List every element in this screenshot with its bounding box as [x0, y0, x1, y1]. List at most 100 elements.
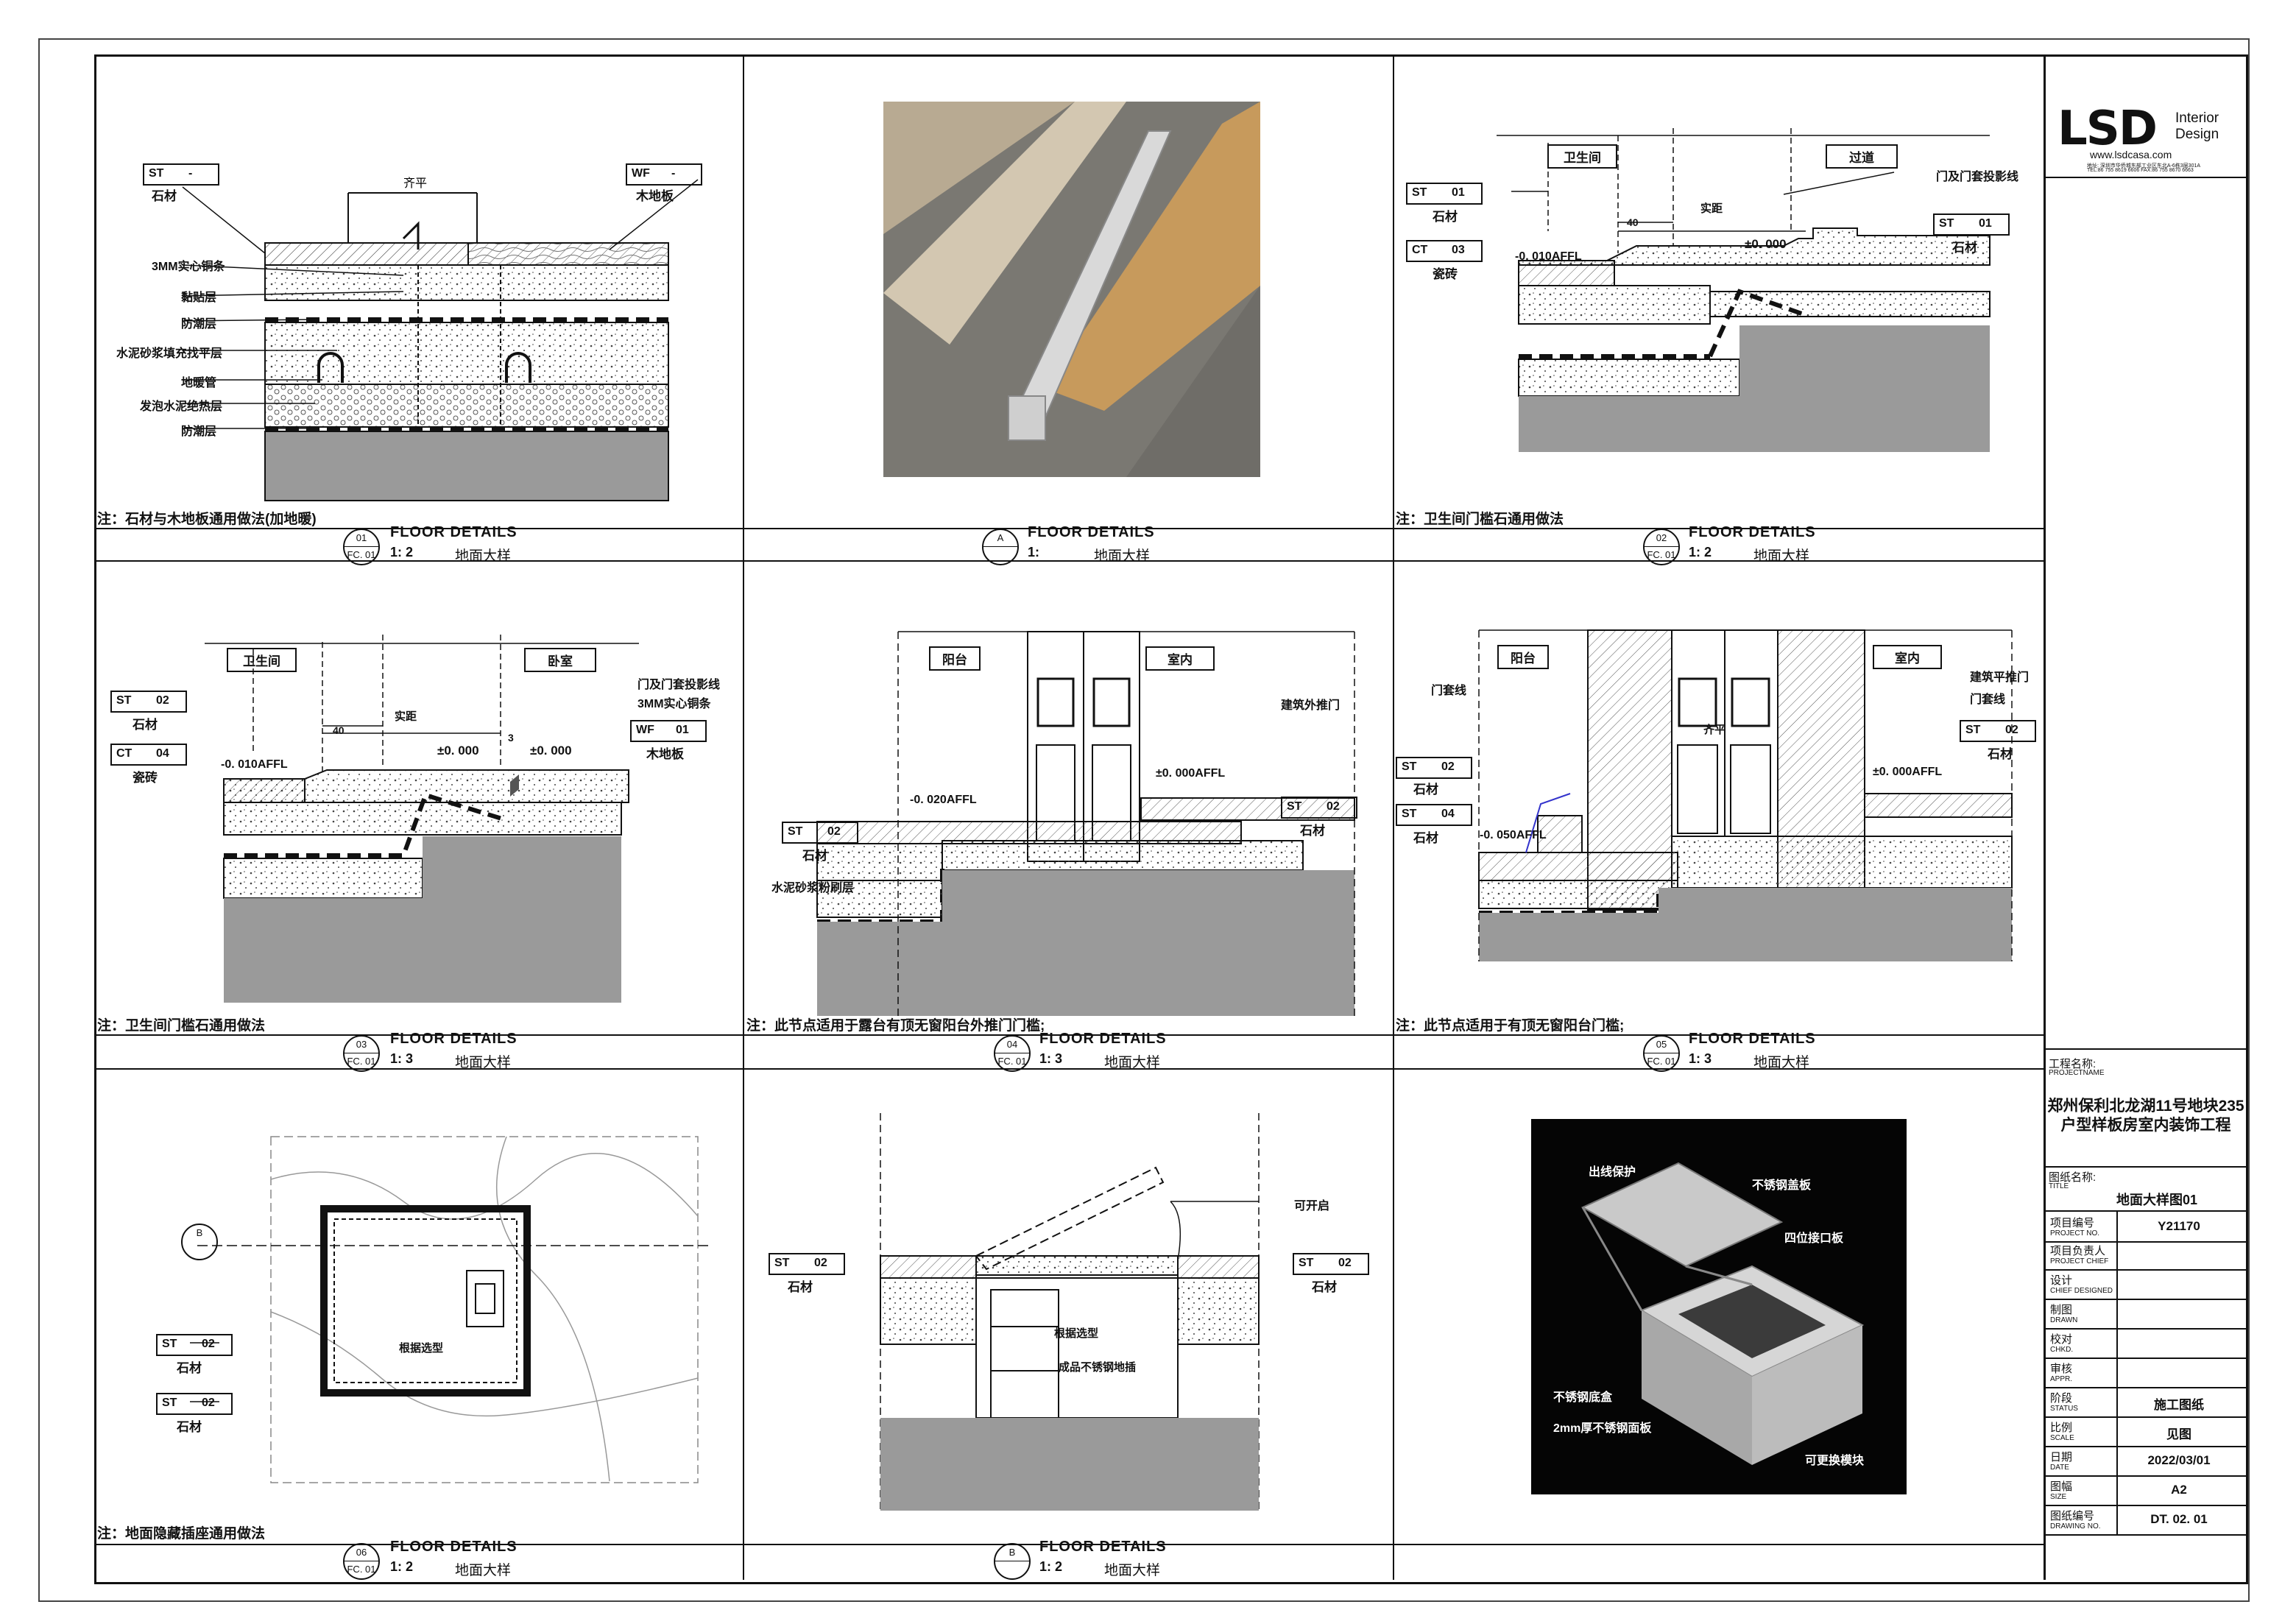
p1-title-cn: 地面大样 — [455, 548, 512, 564]
d01-layer: 黏贴层 — [181, 292, 217, 304]
note-p5: 注：此节点适用于露台有顶无窗阳台外推门门槛; — [746, 1018, 1045, 1034]
d05-elev-right: ±0. 000AFFL — [1873, 766, 1943, 778]
info-row-label: 图幅 — [2050, 1480, 2073, 1493]
info-row-divider — [2116, 1358, 2118, 1387]
detail-01-drawing: 齐平 — [182, 177, 699, 501]
info-row-label-en: PROJECT CHIEF — [2050, 1257, 2109, 1265]
d05-flush: 齐平 — [1703, 724, 1726, 736]
info-row-divider — [2116, 1269, 2118, 1299]
d02-tag-b-label: 瓷砖 — [1433, 267, 1458, 281]
info-row-label: 制图 — [2050, 1304, 2073, 1316]
p7-title-en: FLOOR DETAILS — [390, 1539, 518, 1555]
p8-detail-number: B — [994, 1543, 1031, 1580]
project-name-2: 户型样板房室内装饰工程 — [2060, 1117, 2231, 1134]
info-row-label-en: SIZE — [2050, 1493, 2067, 1501]
d01-layer: 水泥砂浆填充找平层 — [116, 347, 223, 360]
brand-tel: TEL:86 755 8619 6606 FAX:86 755 8670 666… — [2087, 168, 2194, 173]
d05-frame: 门套线 — [1431, 685, 1467, 697]
info-row-label-en: CHIEF DESIGNED — [2050, 1287, 2113, 1295]
d04-elev-right: ±0. 000AFFL — [1156, 767, 1226, 780]
brand-logo: LSD — [2057, 102, 2158, 156]
d04-door: 建筑外推门 — [1281, 699, 1340, 712]
brand-website: www.lsdcasa.com — [2090, 149, 2172, 160]
d06-shape: 根据选型 — [399, 1342, 444, 1355]
d02-tag-a-label: 石材 — [1433, 210, 1458, 224]
info-row-label-en: DATE — [2050, 1464, 2069, 1472]
p3-scale: 1: 2 — [1689, 545, 1712, 559]
d05-elev-left: -0. 050AFFL — [1480, 829, 1547, 841]
detail-04-drawing — [816, 631, 1355, 1016]
note-p3: 注：卫生间门槛石通用做法 — [1396, 512, 1564, 527]
info-row-label: 设计 — [2050, 1274, 2073, 1287]
info-row-divider — [2116, 1299, 2118, 1328]
d01-layer: 发泡水泥绝热层 — [140, 400, 223, 413]
note-p7: 注：地面隐藏插座通用做法 — [97, 1526, 266, 1542]
d01-stone-label: 石材 — [152, 189, 177, 203]
d03-room-right: 卧室 — [524, 648, 596, 672]
d05-room-right: 室内 — [1873, 645, 1942, 669]
note-p6: 注：此节点适用于有顶无窗阳台门槛; — [1396, 1018, 1625, 1034]
dB-tag-b-label: 石材 — [1312, 1280, 1337, 1294]
d04-elev-left: -0. 020AFFL — [910, 794, 977, 806]
d03-door-line: 门及门套投影线 — [637, 679, 721, 691]
p4-title-en: FLOOR DETAILS — [390, 1031, 518, 1047]
photo-stone-wood-transition — [883, 102, 1260, 477]
info-row-label-en: DRAWN — [2050, 1316, 2078, 1324]
d03-actual: 实距 — [395, 710, 417, 723]
d03-elev-mid: ±0. 000 — [437, 744, 479, 758]
info-row-divider — [2116, 1505, 2118, 1534]
info-row-label: 阶段 — [2050, 1392, 2073, 1405]
drawing-frame — [94, 54, 2248, 1584]
brand-line1: Interior — [2175, 110, 2219, 126]
d03-dim3: 3 — [508, 732, 514, 744]
info-row-divider — [2116, 1240, 2118, 1269]
d06-tag-b-label: 石材 — [177, 1420, 202, 1434]
socket-label: 不锈钢盖板 — [1752, 1179, 1812, 1192]
d02-elev-mid: ±0. 000 — [1745, 237, 1787, 251]
p8-title-en: FLOOR DETAILS — [1039, 1539, 1167, 1555]
p7-title-cn: 地面大样 — [455, 1563, 512, 1578]
detail-01-flush-label: 齐平 — [403, 177, 427, 190]
d02-elev-left: -0. 010AFFL — [1515, 250, 1582, 263]
p1-scale: 1: 2 — [390, 545, 414, 559]
d02-dim40: 40 — [1627, 216, 1639, 228]
info-row-label: 图纸编号 — [2050, 1510, 2095, 1522]
info-row-divider — [2116, 1416, 2118, 1446]
d05-tag-a-label: 石材 — [1988, 747, 2013, 761]
info-row-value: DT. 02. 01 — [2150, 1512, 2208, 1526]
d03-dim40: 40 — [333, 724, 345, 736]
detail-03-drawing — [205, 635, 639, 1003]
p8-title-cn: 地面大样 — [1104, 1563, 1161, 1578]
info-row-label: 项目编号 — [2050, 1217, 2095, 1229]
d04-tag-a-label: 石材 — [802, 849, 827, 863]
d04-room-right: 室内 — [1145, 646, 1215, 671]
d05-door: 建筑平推门 — [1970, 671, 2030, 684]
d05-room-left: 阳台 — [1497, 645, 1549, 669]
detail-05-drawing — [1478, 629, 2013, 961]
info-row-label: 校对 — [2050, 1333, 2073, 1346]
d03-elev-left: -0. 010AFFL — [221, 758, 288, 771]
title-block: LSD Interior Design www.lsdcasa.com 地址: … — [2044, 54, 2246, 1580]
brand-address: 地址: 深圳市华侨城东部工业区东北A-6栋3层301A — [2087, 163, 2201, 169]
p6-title-cn: 地面大样 — [1753, 1055, 1810, 1070]
p2-scale: 1: — [1028, 545, 1040, 559]
d03-copper: 3MM实心铜条 — [637, 698, 711, 710]
p8-scale: 1: 2 — [1039, 1559, 1063, 1574]
